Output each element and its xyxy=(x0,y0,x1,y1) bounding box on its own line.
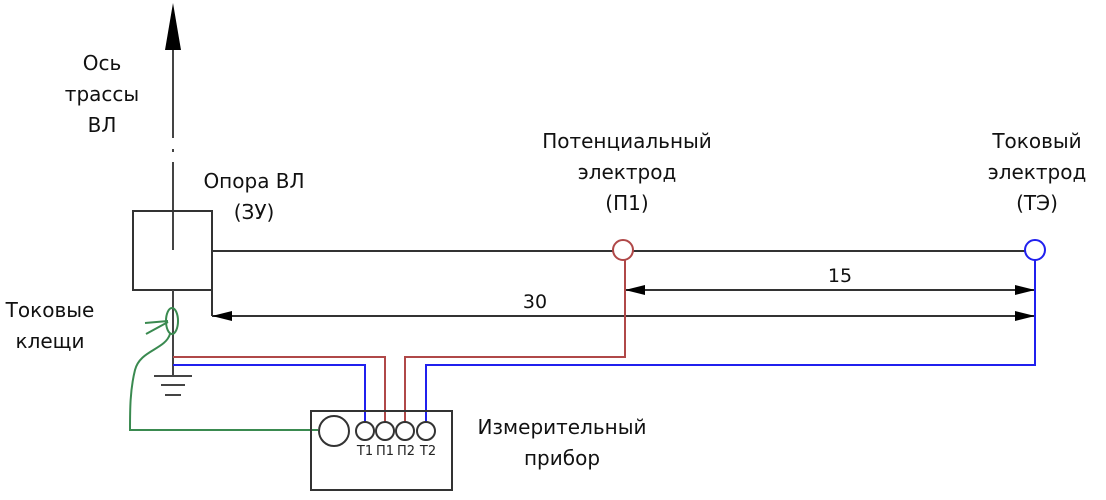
label-line: Потенциальный xyxy=(542,129,712,153)
wire-t2-to-electrode xyxy=(425,260,1036,422)
ground-symbol-icon xyxy=(154,375,192,396)
terminal-label-p1: П1 xyxy=(375,444,395,459)
terminal-label-t1: Т1 xyxy=(356,444,374,459)
label-line: клещи xyxy=(15,329,85,353)
terminal-t2[interactable] xyxy=(416,421,436,441)
label-line: Опора ВЛ xyxy=(203,169,305,193)
terminal-p1[interactable] xyxy=(375,421,395,441)
current-electrode-label: Токовый электрод (ТЭ) xyxy=(988,126,1087,219)
label-line: Токовые xyxy=(5,298,95,322)
meter-box xyxy=(310,410,453,491)
meter-label: Измерительный прибор xyxy=(477,412,646,474)
potential-electrode-label: Потенциальный электрод (П1) xyxy=(542,126,712,219)
label-line: ВЛ xyxy=(87,113,117,137)
terminal-label-t2: Т2 xyxy=(419,444,437,459)
label-line: (ТЭ) xyxy=(1016,191,1058,215)
label-line: электрод xyxy=(987,160,1087,184)
pole-label: Опора ВЛ (ЗУ) xyxy=(203,166,304,228)
label-line: (П1) xyxy=(605,191,649,215)
current-electrode-icon xyxy=(1024,239,1046,261)
wire-p2-to-electrode xyxy=(404,260,626,422)
label-line: прибор xyxy=(523,446,601,470)
route-axis-label: Ось трассы ВЛ xyxy=(65,48,139,141)
label-line: Измерительный xyxy=(477,415,647,439)
terminal-t1[interactable] xyxy=(355,421,375,441)
wire-clamp-to-meter xyxy=(128,333,318,431)
label-line: электрод xyxy=(577,160,677,184)
label-line: Токовый xyxy=(992,129,1082,153)
dimension-30: 30 xyxy=(522,291,548,313)
clamp-input-icon xyxy=(318,415,350,447)
dimension-15: 15 xyxy=(827,265,853,287)
wire-p1-to-pole xyxy=(173,356,386,422)
terminal-label-p2: П2 xyxy=(396,444,416,459)
label-line: (ЗУ) xyxy=(233,200,275,224)
axis-arrowhead xyxy=(165,3,181,50)
label-line: трассы xyxy=(64,82,140,106)
terminal-p2[interactable] xyxy=(395,421,415,441)
wire-t1-to-pole xyxy=(173,364,366,422)
potential-electrode-icon xyxy=(612,239,634,261)
current-clamps-label: Токовые клещи xyxy=(6,295,95,357)
label-line: Ось xyxy=(82,51,122,75)
